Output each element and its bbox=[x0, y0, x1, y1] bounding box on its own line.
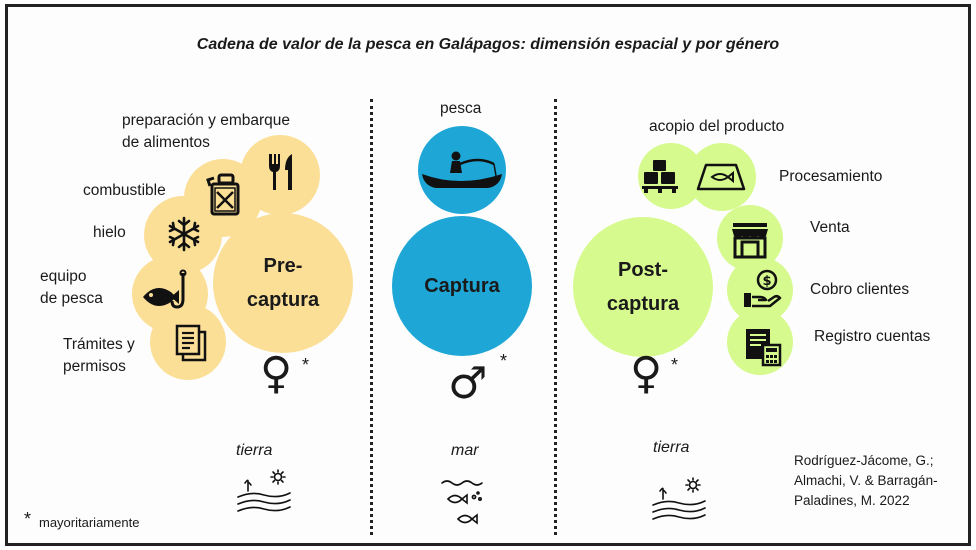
store-icon bbox=[732, 223, 768, 259]
fish-tray-icon bbox=[696, 163, 746, 191]
divider-right bbox=[554, 99, 557, 535]
label-alimentos: preparación y embarque de alimentos bbox=[122, 112, 291, 151]
footnote-asterisk: * bbox=[24, 509, 32, 529]
land-icon bbox=[237, 469, 291, 512]
male-symbol-captura: ♂ bbox=[448, 358, 488, 409]
label-procesamiento: Procesamiento bbox=[779, 168, 883, 185]
female-symbol-post: ♀ bbox=[630, 348, 663, 399]
place-post: tierra bbox=[653, 439, 690, 456]
label-hielo: hielo bbox=[93, 224, 126, 241]
captura-label: Captura bbox=[424, 275, 500, 297]
fish-hook-icon bbox=[143, 269, 187, 309]
label-registro: Registro cuentas bbox=[814, 328, 931, 345]
label-combustible: combustible bbox=[83, 182, 166, 199]
documents-icon bbox=[175, 324, 207, 362]
packages-icon bbox=[642, 160, 678, 193]
pre-captura-label: Pre-captura bbox=[246, 255, 320, 311]
label-equipo: equipo de pesca bbox=[40, 268, 103, 307]
utensils-icon bbox=[269, 154, 292, 190]
label-pesca: pesca bbox=[440, 100, 482, 117]
snowflake-icon bbox=[168, 216, 200, 252]
svg-text:$: $ bbox=[762, 274, 771, 289]
pre-captura-circle: Pre-captura bbox=[213, 213, 353, 353]
label-venta: Venta bbox=[810, 219, 850, 236]
circle-pesca bbox=[418, 126, 506, 214]
place-pre: tierra bbox=[236, 442, 273, 459]
fishing-boat-icon bbox=[422, 151, 502, 188]
label-cobro: Cobro clientes bbox=[810, 281, 910, 298]
post-captura-circle: Post-captura bbox=[573, 217, 713, 357]
fuel-can-icon bbox=[206, 173, 240, 216]
captura-circle: Captura bbox=[392, 216, 532, 356]
label-acopio: acopio del producto bbox=[649, 118, 785, 135]
asterisk-post: * bbox=[671, 355, 679, 375]
post-captura-label: Post-captura bbox=[606, 259, 680, 315]
circle-procesamiento bbox=[688, 143, 756, 211]
asterisk-captura: * bbox=[500, 351, 508, 371]
place-captura: mar bbox=[451, 442, 479, 459]
diagram-title: Cadena de valor de la pesca en Galápagos… bbox=[196, 36, 780, 53]
land-icon bbox=[652, 477, 706, 520]
label-tramites: Trámites y permisos bbox=[63, 336, 135, 375]
hand-coin-icon: $ bbox=[744, 269, 782, 308]
diagram-frame: Cadena de valor de la pesca en Galápagos… bbox=[5, 4, 971, 546]
sea-icon bbox=[441, 480, 483, 525]
asterisk-pre: * bbox=[302, 355, 310, 375]
ledger-icon bbox=[746, 329, 782, 367]
divider-left bbox=[370, 99, 373, 535]
footnote-text: mayoritariamente bbox=[39, 515, 140, 530]
citation: Rodríguez-Jácome, G.; Almachi, V. & Barr… bbox=[794, 453, 938, 508]
female-symbol-pre: ♀ bbox=[260, 348, 293, 399]
